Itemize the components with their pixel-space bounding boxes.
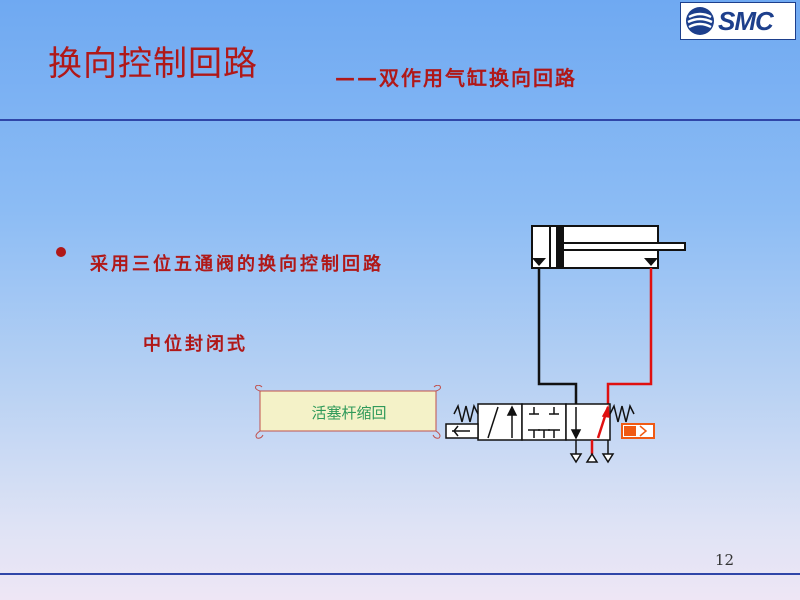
bullet-text: 采用三位五通阀的换向控制回路 [90,254,384,275]
pneumatic-lines [537,268,653,412]
smc-logo-mark-icon [686,7,714,35]
bullet-icon [56,247,66,257]
slide-subtitle: ——双作用气缸换向回路 [335,66,577,90]
page-number: 12 [715,551,735,569]
exhaust-and-supply-ports [569,440,615,464]
return-springs [453,403,635,423]
solenoid-actuators [445,423,655,439]
footer-divider [0,573,800,575]
header-divider [0,119,800,121]
double-acting-cylinder [531,225,686,269]
slide-title: 换向控制回路 [48,44,258,84]
callout-scroll [255,385,441,439]
pneumatic-circuit-diagram [445,225,686,464]
smc-logo-text: SMC [718,5,774,36]
smc-logo: SMC [680,2,796,40]
callout-text: 活塞杆缩回 [311,404,387,422]
bullet-subtext: 中位封闭式 [143,334,248,355]
five-way-three-position-valve [477,403,611,441]
